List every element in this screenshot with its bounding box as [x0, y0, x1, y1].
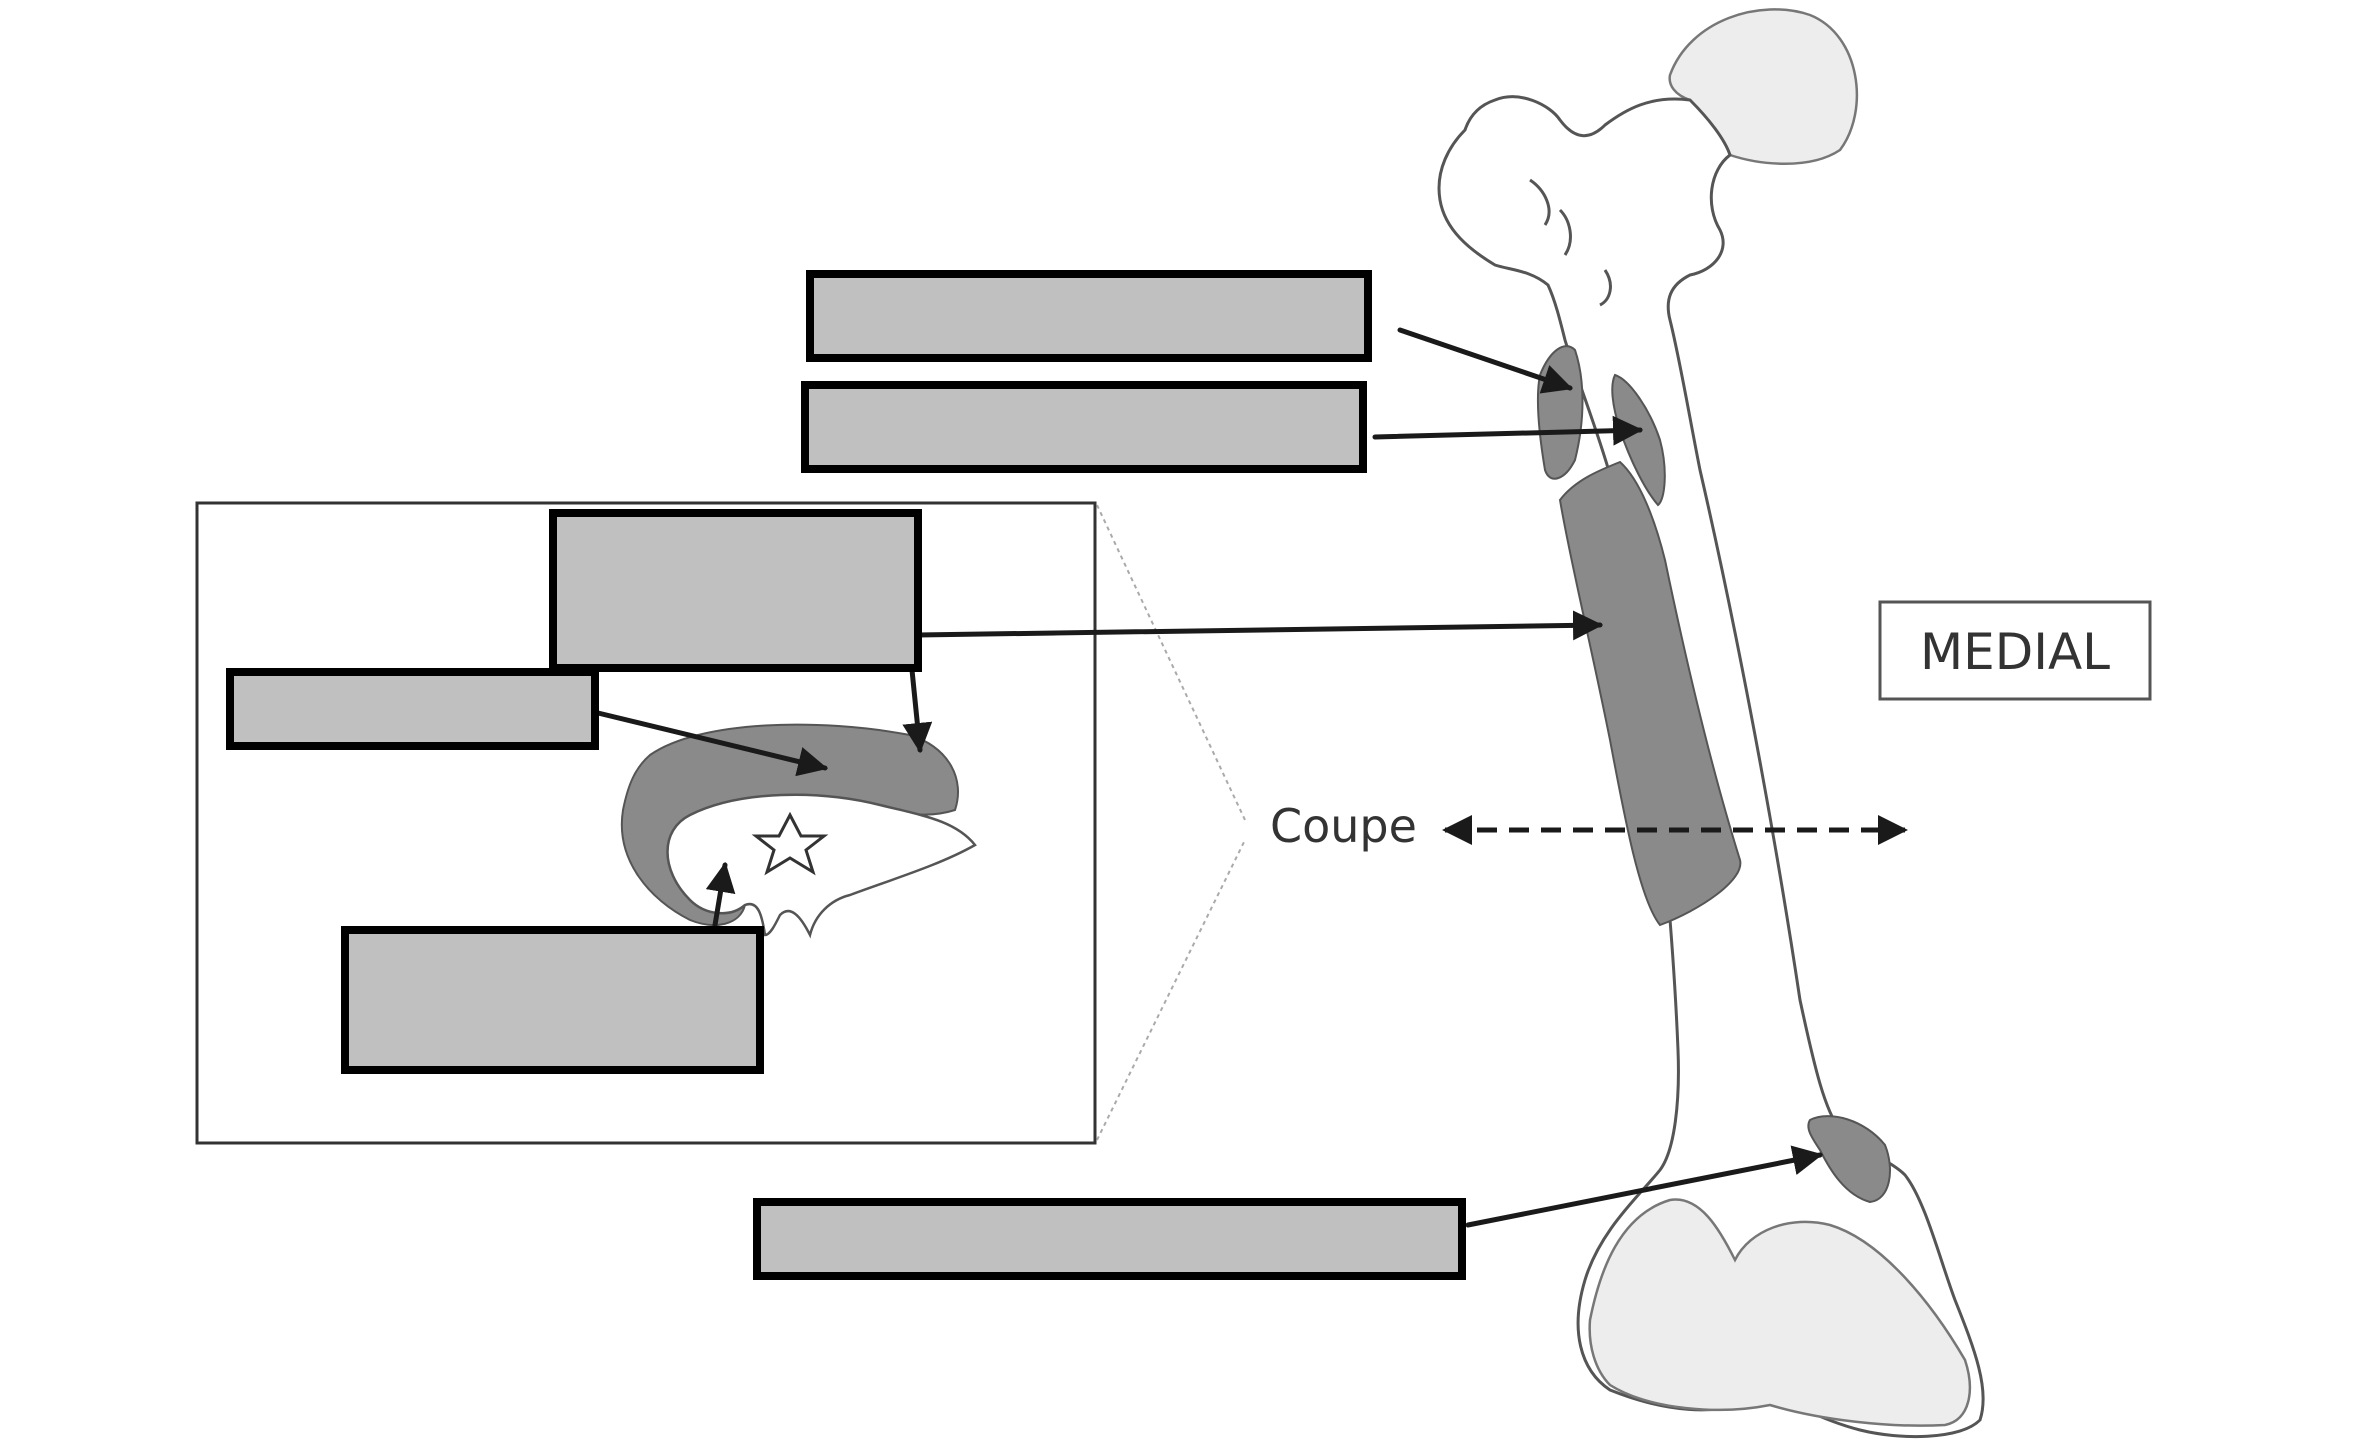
femur-bone	[1437, 8, 1985, 1439]
label-box-inset-bottom[interactable]	[341, 926, 764, 1074]
leader-inset-left	[595, 710, 828, 777]
label-box-upper-2[interactable]	[801, 381, 1367, 473]
orientation-label: MEDIAL	[1878, 600, 2152, 701]
leader-upper-2	[1372, 415, 1643, 446]
star-icon	[751, 811, 829, 876]
section-label: Coupe	[1270, 799, 1417, 853]
epiphyseal-region-left	[1536, 345, 1584, 480]
medullary-cavity	[1558, 460, 1742, 927]
label-box-upper-1[interactable]	[806, 270, 1372, 362]
medial-box	[1878, 600, 2152, 701]
leader-inset-top	[915, 610, 1603, 641]
inset-frame	[195, 501, 1097, 1145]
trochanter-detail	[1529, 178, 1612, 307]
leader-lines	[595, 327, 1908, 1228]
label-box-inset-left[interactable]	[226, 668, 599, 750]
zoom-guide-bottom	[1096, 839, 1246, 1141]
leader-inset-top-down	[902, 667, 933, 753]
label-box-lower[interactable]	[753, 1198, 1466, 1280]
marrow-cavity	[666, 793, 977, 939]
distal-condyles	[1588, 1198, 1972, 1427]
label-box-inset-top[interactable]	[549, 509, 922, 672]
hidden-labels	[226, 270, 1466, 1280]
leader-lower	[1465, 1145, 1823, 1228]
leader-upper-1	[1397, 327, 1573, 394]
cross-section-inset	[195, 501, 1246, 1145]
zoom-guide-top	[1096, 504, 1246, 821]
leader-inset-bottom	[705, 862, 736, 928]
medial-text: MEDIAL	[1920, 623, 2110, 681]
epicondyle-spot	[1807, 1115, 1891, 1204]
